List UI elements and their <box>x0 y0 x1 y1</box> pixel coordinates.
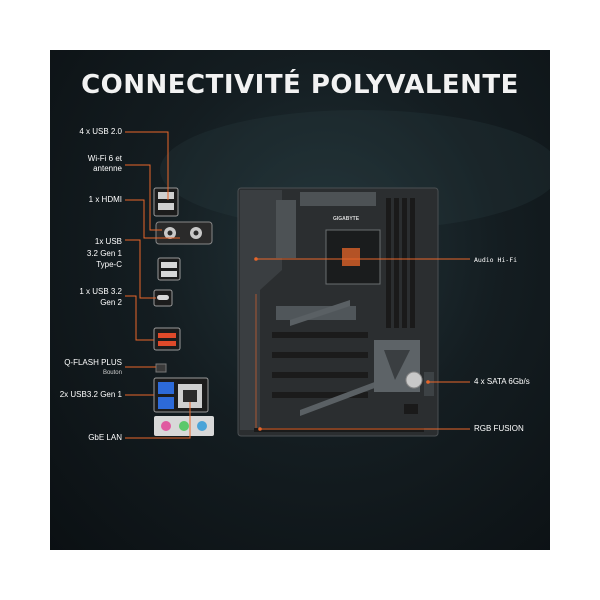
hero-panel: GIGABYTE <box>50 50 550 550</box>
usb32-gen1-lan-block <box>153 377 209 413</box>
brand-logo: GIGABYTE <box>333 216 360 222</box>
label-wifi-line2: antenne <box>93 164 122 173</box>
label-typec-line3: Type-C <box>96 260 122 269</box>
label-qflash: Q-FLASH PLUS <box>64 358 122 367</box>
callout-usb32-gen2 <box>125 295 154 341</box>
io-connectors <box>153 187 214 436</box>
label-typec-line2: 3.2 Gen 1 <box>86 249 122 258</box>
usb20-ports <box>153 187 179 217</box>
label-audio: Audio Hi-Fi <box>474 256 518 264</box>
callout-hdmi <box>125 199 180 239</box>
label-usb32g2-line2: Gen 2 <box>100 298 122 307</box>
product-illustration: GIGABYTE <box>125 110 550 439</box>
label-usb32g1: 2x USB3.2 Gen 1 <box>59 390 122 399</box>
label-usb20: 4 x USB 2.0 <box>79 127 122 136</box>
callout-type-c <box>125 239 156 299</box>
label-hdmi: 1 x HDMI <box>88 195 122 204</box>
page-title: CONNECTIVITÉ POLYVALENTE <box>81 70 519 100</box>
usb32-gen2-port <box>153 327 181 351</box>
motherboard <box>237 187 439 437</box>
label-sata: 4 x SATA 6Gb/s <box>474 377 530 386</box>
callout-usb20 <box>125 131 169 200</box>
qflash-button <box>155 363 167 373</box>
callout-lan <box>125 402 191 439</box>
callout-wifi <box>125 164 162 231</box>
callout-dots <box>254 257 430 431</box>
label-rgb: RGB FUSION <box>474 424 524 433</box>
label-qflash-sub: Bouton <box>102 370 122 376</box>
usb-type-c-port <box>153 289 173 307</box>
label-typec-line1: 1x USB <box>94 237 122 246</box>
label-wifi-line1: Wi-Fi 6 et <box>87 154 122 163</box>
label-lan: GbE LAN <box>88 433 122 442</box>
callout-lines <box>125 131 470 439</box>
hdmi-port <box>157 257 181 281</box>
audio-jacks <box>154 416 214 436</box>
wifi-antenna-connectors <box>155 221 213 245</box>
label-usb32g2-line1: 1 x USB 3.2 <box>79 287 122 296</box>
